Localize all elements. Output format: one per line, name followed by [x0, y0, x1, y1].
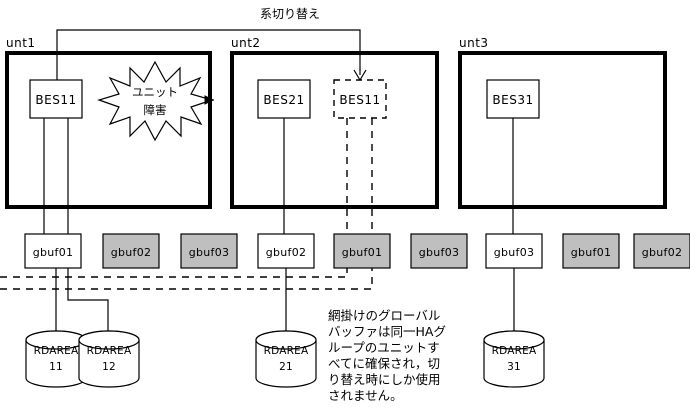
gbuf-box-5: [410, 233, 468, 269]
gbuf-box-1: [102, 233, 160, 269]
gbuf-label-6: gbuf03: [494, 246, 535, 259]
caption-line-3: べてに確保され，切: [328, 356, 440, 371]
rdarea-21-top: [255, 330, 317, 350]
caption-line-5: されません。: [328, 388, 403, 403]
bes-box-bes11-active: [29, 79, 83, 119]
caption-line-4: り替え時にしか使用: [328, 372, 441, 387]
rdarea-cylinder-11: RDAREA 11: [25, 330, 87, 388]
failure-star-shape: [97, 60, 215, 142]
rdarea-11-label-line2: 11: [49, 361, 63, 373]
gbuf-label-2: gbuf03: [189, 246, 230, 259]
gbuf-box-7: [562, 233, 620, 269]
gbuf-box-2: [180, 233, 238, 269]
unit-label-unt3: unt3: [459, 36, 489, 50]
rdarea-31-label-line2: 31: [507, 361, 521, 373]
gbuf-label-4: gbuf01: [342, 246, 383, 259]
rdarea-11-label-line1: RDAREA: [34, 345, 79, 357]
rdarea-21-label-line2: 21: [279, 361, 293, 373]
gbuf-shared-link-group: [0, 268, 373, 290]
unit-box-unt1: [5, 51, 212, 209]
gbuf01-to-rdarea12-line: [67, 268, 109, 332]
caption-line-2: ループのユニットす: [328, 340, 440, 355]
failure-pointer-arrowhead: [204, 95, 215, 105]
gbuf-label-8: gbuf02: [642, 246, 683, 259]
caption-note: 網掛けのグローバル バッファは同一HAグ ループのユニットす べてに確保され，切…: [328, 308, 446, 403]
rdarea-12-label-line1: RDAREA: [87, 345, 132, 357]
failure-text-line1: ユニット: [132, 85, 178, 99]
caption-line-1: バッファは同一HAグ: [328, 324, 446, 339]
gbuf-label-5: gbuf03: [419, 246, 460, 259]
rdarea-12-top: [78, 330, 140, 350]
rdarea-31-top: [483, 330, 545, 350]
rdarea-12-label-line2: 12: [102, 361, 116, 373]
bes-box-bes31-active: [486, 79, 540, 119]
unit-failure-marker: ユニット 障害: [97, 60, 215, 142]
rdarea-cylinder-31: RDAREA 31: [483, 330, 545, 388]
gbuf-label-3: gbuf02: [266, 246, 307, 259]
bes-label-bes11-standby: BES11: [339, 93, 380, 107]
gbuf-label-1: gbuf02: [111, 246, 152, 259]
rdarea-cylinder-21: RDAREA 21: [255, 330, 317, 388]
unit-box-unt3: [458, 51, 667, 209]
gbuf01-shared-link-upper: [0, 268, 348, 278]
rdarea-31-label-line1: RDAREA: [492, 345, 537, 357]
rdarea-21-label-line1: RDAREA: [264, 345, 309, 357]
failure-text-line2: 障害: [144, 103, 167, 117]
unit-box-unt2: [230, 51, 439, 209]
bes-label-bes21-active: BES21: [263, 93, 304, 107]
rdarea-cylinder-12: RDAREA 12: [78, 330, 140, 388]
gbuf-box-0: [24, 233, 82, 269]
gbuf-label-0: gbuf01: [33, 246, 74, 259]
unit-label-unt2: unt2: [231, 36, 261, 50]
bes-label-bes11-active: BES11: [35, 93, 76, 107]
gbuf-label-7: gbuf01: [571, 246, 612, 259]
bes-label-bes31-active: BES31: [492, 93, 533, 107]
unit-label-unt1: unt1: [6, 36, 36, 50]
caption-line-0: 網掛けのグローバル: [328, 308, 440, 323]
gbuf-row: gbuf01 gbuf02 gbuf03 gbuf02 gbuf01 gbuf0…: [24, 233, 690, 269]
gbuf01-shared-link-lower: [0, 268, 373, 290]
failover-label: 系切り替え: [260, 7, 320, 21]
bes-box-bes11-standby: [333, 79, 387, 119]
gbuf-box-4: [333, 233, 391, 269]
bes-box-bes21-active: [257, 79, 311, 119]
gbuf-box-8: [633, 233, 690, 269]
